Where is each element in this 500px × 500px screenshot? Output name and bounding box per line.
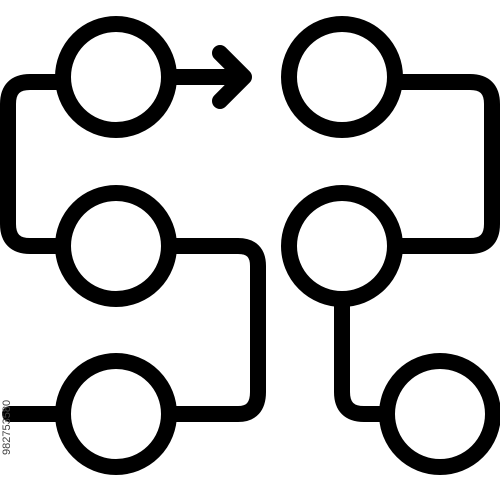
left-connector-line xyxy=(0,74,266,422)
node-circle-middle-right xyxy=(281,185,403,307)
watermark-id: 982753580 xyxy=(2,399,13,455)
right-connector-line xyxy=(334,74,500,422)
node-circle-bottom-right xyxy=(379,353,500,475)
node-circle-bottom-left xyxy=(55,353,177,475)
arrow-right-icon xyxy=(164,45,252,109)
node-circle-middle-left xyxy=(55,185,177,307)
node-circle-top-left xyxy=(55,16,177,138)
node-circle-top-right xyxy=(281,16,403,138)
